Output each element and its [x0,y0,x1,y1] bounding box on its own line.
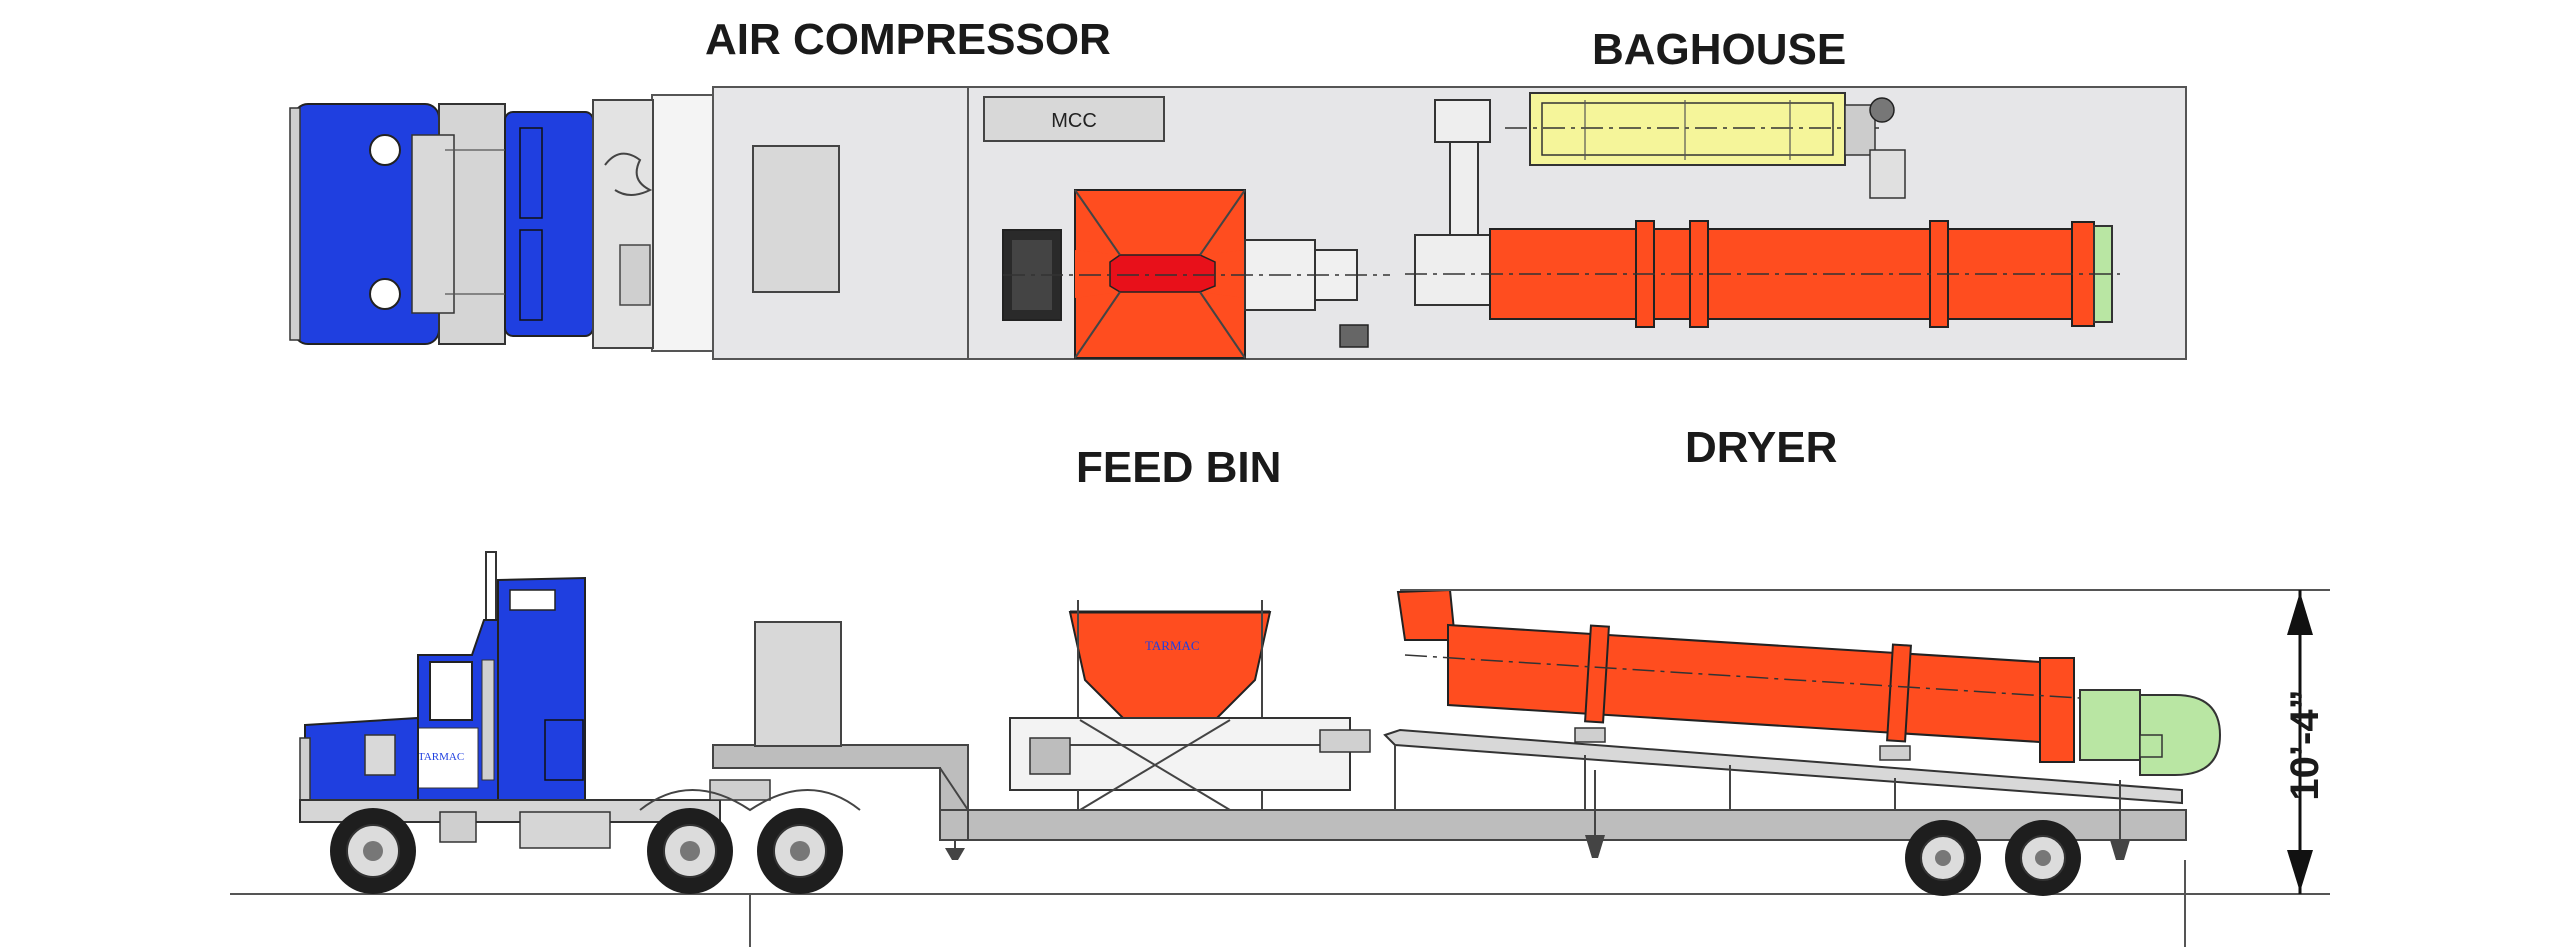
air-compressor-top [752,145,840,293]
truck-rear-wheel-1 [647,808,733,894]
baghouse-top [1434,92,1906,243]
mcc-label: MCC [1051,110,1097,132]
truck-brand-logo: TARMAC [418,751,464,763]
side-view: TARMAC [230,551,2330,947]
burner-blower [2079,689,2222,776]
feed-bin-label: FEED BIN [1076,443,1281,492]
height-dimension: 10’-4” [1400,589,2330,895]
trailer-wheel-2 [2005,820,2081,896]
feed-bin-side: TARMAC [1009,600,1371,811]
dryer-top [1405,220,2120,328]
top-view: MCC [289,86,2187,360]
height-label: 10’-4” [2283,689,2327,800]
mcc-box [983,96,1165,142]
feed-bin-top [1002,189,1390,359]
dryer-frame [1383,728,2183,860]
trailer-deck-side [967,809,2187,841]
air-compressor-label: AIR COMPRESSOR [705,15,1111,64]
baghouse-label: BAGHOUSE [1592,25,1846,74]
trailer-wheel-1 [1905,820,1981,896]
dryer-label: DRYER [1685,423,1837,472]
feed-bin-brand-logo: TARMAC [1145,638,1200,653]
dryer-side [1396,588,2111,763]
air-compressor-side [754,621,842,747]
truck-cab-top [289,99,654,349]
truck-rear-wheel-2 [757,808,843,894]
truck-side: TARMAC [299,551,861,894]
truck-front-wheel [330,808,416,894]
